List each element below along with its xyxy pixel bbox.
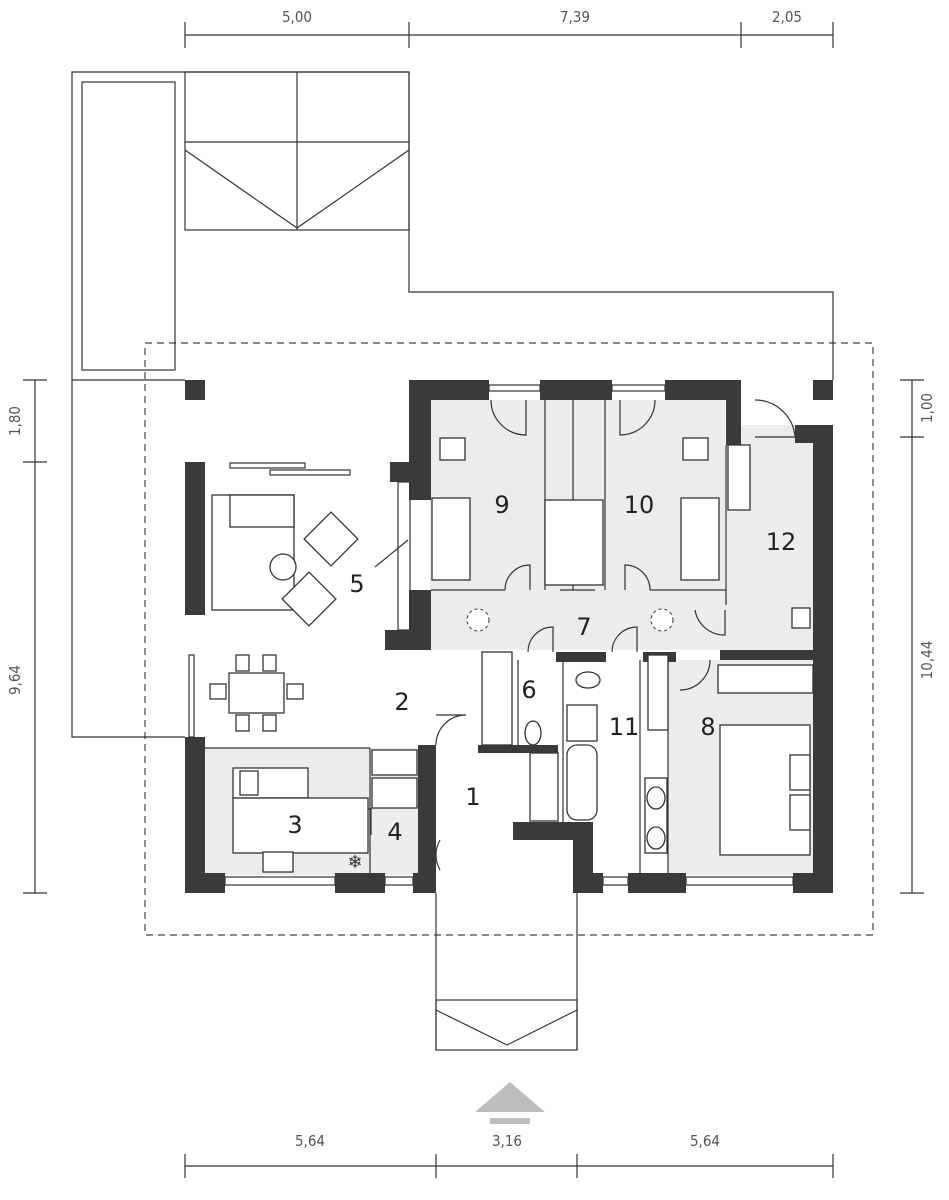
dim-left-2: 9,64 bbox=[6, 665, 24, 695]
skylight-icon bbox=[466, 608, 490, 632]
washbasin-icon bbox=[646, 786, 666, 810]
entrance-canopy bbox=[435, 893, 578, 1051]
right-dimension-line: 1,00 10,44 bbox=[900, 379, 936, 894]
furniture: ❄ bbox=[209, 437, 814, 873]
doors bbox=[344, 399, 796, 871]
wardrobe-hall bbox=[544, 499, 604, 586]
room-label-7: 7 bbox=[576, 613, 591, 641]
sink-icon bbox=[262, 851, 294, 873]
bed-10 bbox=[680, 497, 720, 581]
coffee-table bbox=[269, 553, 297, 581]
dim-right-2: 10,44 bbox=[918, 641, 936, 680]
wardrobe-2 bbox=[481, 651, 513, 746]
bathtub-icon bbox=[566, 744, 598, 821]
left-dimension-line: 1,80 9,64 bbox=[6, 379, 47, 894]
roof-outline bbox=[144, 342, 874, 936]
dim-top-1: 5,00 bbox=[282, 8, 312, 26]
dim-bottom-2: 3,16 bbox=[492, 1132, 522, 1150]
room-label-3: 3 bbox=[287, 811, 302, 839]
dim-top-3: 2,05 bbox=[772, 8, 802, 26]
room-label-2: 2 bbox=[394, 688, 409, 716]
wardrobe-11 bbox=[647, 654, 669, 731]
dim-left-1: 1,80 bbox=[6, 406, 24, 436]
desk-10 bbox=[682, 437, 709, 461]
pantry-cabinet bbox=[371, 777, 418, 809]
pergola bbox=[184, 71, 410, 231]
room-label-9: 9 bbox=[494, 491, 509, 519]
room-label-4: 4 bbox=[387, 818, 402, 846]
room-label-6: 6 bbox=[521, 676, 536, 704]
dim-top-2: 7,39 bbox=[560, 8, 590, 26]
dim-right-1: 1,00 bbox=[918, 393, 936, 423]
toilet-6-icon bbox=[524, 720, 542, 746]
washbasin-icon bbox=[646, 826, 666, 850]
entrance-arrow-icon bbox=[475, 1082, 545, 1124]
room-label-11: 11 bbox=[609, 713, 640, 741]
room-label-1: 1 bbox=[465, 783, 480, 811]
fireplace-arrow bbox=[374, 539, 409, 568]
skylight-icon bbox=[650, 608, 674, 632]
dining-table bbox=[228, 672, 285, 714]
toilet-11-icon bbox=[575, 671, 601, 689]
room-label-10: 10 bbox=[624, 491, 655, 519]
partitions bbox=[205, 400, 727, 873]
room-label-12: 12 bbox=[766, 528, 797, 556]
dim-bottom-1: 5,64 bbox=[295, 1132, 325, 1150]
armchair bbox=[303, 511, 359, 567]
snowflake-fridge-icon: ❄ bbox=[347, 852, 362, 873]
dim-bottom-3: 5,64 bbox=[690, 1132, 720, 1150]
walls bbox=[185, 380, 833, 893]
room-label-8: 8 bbox=[700, 713, 715, 741]
bed-9 bbox=[431, 497, 471, 581]
room-label-5: 5 bbox=[349, 570, 364, 598]
wardrobe-1 bbox=[529, 752, 559, 822]
cooktop-icon bbox=[239, 770, 259, 796]
desk-9 bbox=[439, 437, 466, 461]
top-dimension-line: 5,00 7,39 2,05 bbox=[184, 8, 834, 48]
room-labels: 1 2 3 4 5 6 7 8 9 10 11 12 bbox=[287, 491, 796, 846]
armchair bbox=[281, 571, 337, 627]
shower-icon bbox=[566, 704, 598, 742]
bottom-dimension-line: 5,64 3,16 5,64 bbox=[184, 1132, 834, 1178]
wardrobe-8 bbox=[717, 664, 814, 694]
windows bbox=[188, 384, 794, 886]
pool bbox=[81, 81, 176, 371]
